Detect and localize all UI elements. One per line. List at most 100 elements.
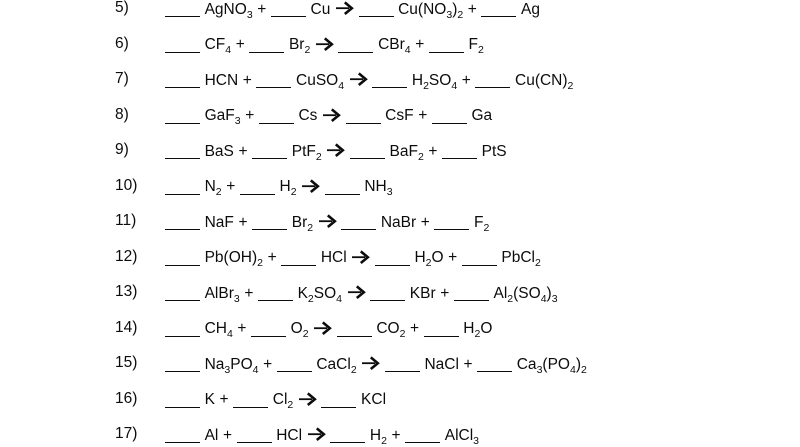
plus-operator: + [226,178,236,195]
answer-blank [330,425,366,443]
answer-blank [341,212,377,230]
problem-number: 11) [115,212,137,229]
chemical-formula: H2O [463,320,493,341]
answer-blank [165,248,200,266]
chemical-formula: CF4 [204,36,232,57]
plus-operator: + [440,284,450,302]
chemical-formula: GaF3 [204,107,241,128]
answer-blank [165,70,200,88]
chemical-formula: HCl [320,249,347,266]
chemical-formula: Cu(NO3)2 [398,0,464,21]
chemical-formula: PtS [481,142,507,160]
plus-operator: + [222,426,233,444]
chemical-formula: CsF [385,107,414,124]
chemical-formula: Ca3(PO4)2 [516,355,587,376]
answer-blank [384,354,420,372]
answer-blank [461,248,497,266]
chemical-formula: Cu(CN)2 [515,71,574,92]
plus-operator: + [238,213,248,231]
answer-blank [165,177,200,195]
problem-number: 15) [115,354,138,371]
plus-operator: + [238,142,248,160]
chemical-formula: K [204,391,215,408]
answer-blank [374,248,410,266]
answer-blank [428,35,464,53]
chemical-formula: NaCl [424,355,459,373]
answer-blank [249,35,285,53]
answer-blank [372,70,408,88]
chemical-formula: HCN [204,71,239,89]
arrow-icon [307,427,326,445]
chemical-formula: H2 [279,178,297,199]
chemical-formula: F2 [474,213,490,234]
answer-blank [336,319,372,337]
answer-blank [453,283,489,301]
arrow-icon [301,178,320,196]
answer-blank [434,212,470,230]
answer-blank [358,0,394,17]
chemical-formula: HCl [276,426,303,444]
answer-blank [477,354,513,372]
arrow-icon [313,320,333,338]
plus-operator: + [463,355,473,373]
answer-blank [481,0,517,17]
chemical-formula: AgNO3 [204,0,253,21]
arrow-icon [351,249,371,267]
answer-blank [349,141,385,159]
answer-blank [251,319,287,337]
chemical-formula: N2 [204,178,222,199]
answer-blank [324,177,360,195]
problem-number: 7) [115,70,129,87]
answer-blank [165,212,200,230]
answer-blank [405,425,441,443]
plus-operator: + [263,355,273,373]
chemical-formula: Al2(SO4)3 [493,284,558,305]
problem-number: 5) [115,0,129,16]
arrow-icon [347,285,366,303]
answer-blank [233,390,269,408]
chemical-formula: Ag [521,0,541,18]
chemical-formula: Al [204,426,219,444]
answer-blank [370,283,406,301]
chemical-formula: K2SO4 [297,284,343,305]
answer-blank [276,354,312,372]
chemical-formula: NaBr [380,213,417,231]
plus-operator: + [448,249,458,266]
chemical-formula: AlCl3 [444,426,480,447]
plus-operator: + [267,249,277,266]
arrow-icon [318,214,337,232]
answer-blank [165,106,200,124]
answer-blank [442,141,478,159]
chemical-formula: NH3 [364,178,393,199]
answer-blank [475,70,511,88]
chemical-formula: F2 [468,36,484,57]
problem-number: 9) [115,141,129,158]
answer-blank [236,425,272,443]
plus-operator: + [420,213,430,231]
chemical-formula: Br2 [288,36,311,57]
answer-blank [281,248,317,266]
answer-blank [165,319,200,337]
plus-operator: + [410,320,420,337]
arrow-icon [335,1,354,19]
plus-operator: + [391,426,401,444]
